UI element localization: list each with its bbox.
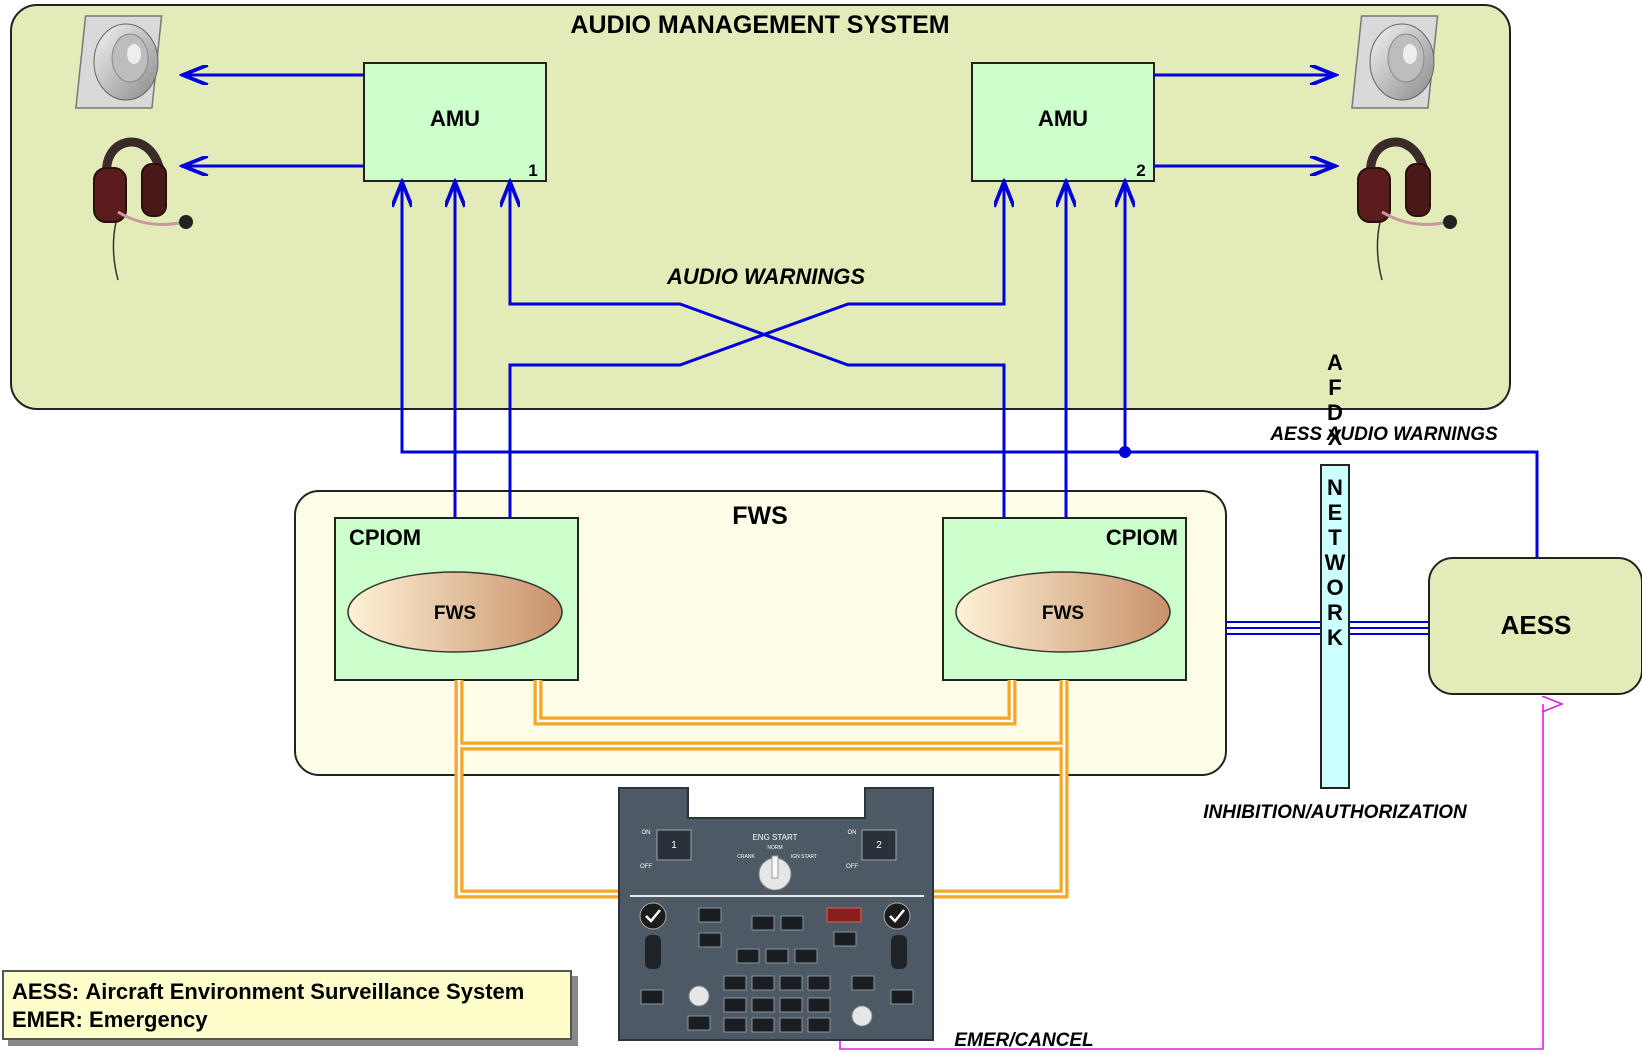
scroll-wheel-left[interactable]	[645, 935, 661, 969]
emer-canc-button[interactable]	[826, 907, 862, 923]
amu-2-number: 2	[1136, 161, 1145, 180]
eng-1-number: 1	[671, 840, 677, 851]
eng-2-number: 2	[876, 840, 882, 851]
audio-warning-lines	[402, 183, 1539, 558]
eng-1-fire-button[interactable]	[656, 829, 692, 861]
amu-output-arrows	[184, 75, 1334, 166]
fws-group-label: FWS	[732, 502, 788, 530]
amu-1-label: AMU	[430, 106, 480, 131]
legend-abbr: AESS:	[12, 979, 80, 1004]
afdx-network-label: AFDX NETWORK	[1323, 350, 1348, 650]
norm-label: NORM	[767, 845, 782, 851]
speaker-icon	[75, 15, 163, 109]
amu-2-box	[971, 62, 1155, 182]
aess-label: AESS	[1501, 610, 1572, 640]
inhibition-label: INHIBITION/AUTHORIZATION	[1203, 802, 1468, 823]
on-label-1: ON	[642, 830, 651, 836]
speaker-icon	[1351, 15, 1439, 109]
afdx-network	[1320, 464, 1350, 789]
junction-dot	[1119, 446, 1131, 458]
amu-1-box	[363, 62, 547, 182]
ecp-buttons[interactable]	[640, 907, 914, 1033]
headset-icon	[1357, 137, 1457, 281]
fws-function-2	[955, 571, 1171, 653]
crank-label: CRANK	[737, 854, 755, 860]
fws-function-2-label: FWS	[1042, 603, 1084, 624]
legend-row: EMER: Emergency	[12, 1006, 562, 1034]
legend-box: AESS: Aircraft Environment Surveillance …	[2, 970, 572, 1040]
legend-abbr: EMER:	[12, 1007, 83, 1032]
cpiom-1-label: CPIOM	[349, 525, 421, 550]
eng-start-label: ENG START	[752, 833, 797, 842]
control-panel: 1 2 ON OFF ON OFF ENG START NORM CRANK I…	[618, 787, 934, 1041]
headset-icon	[93, 137, 193, 281]
legend-row: AESS: Aircraft Environment Surveillance …	[12, 978, 562, 1006]
cpiom-2-label: CPIOM	[1106, 525, 1178, 550]
emer-cancel-label: EMER/CANCEL	[954, 1030, 1093, 1051]
cpiom-panel-lines	[454, 680, 1069, 899]
off-label-1: OFF	[640, 864, 652, 870]
ams-panel	[10, 4, 1511, 410]
eng-2-fire-button[interactable]	[861, 829, 897, 861]
fws-function-1	[347, 571, 563, 653]
amu-1-number: 1	[528, 161, 537, 180]
scroll-wheel-right[interactable]	[891, 935, 907, 969]
ams-title: AUDIO MANAGEMENT SYSTEM	[570, 11, 949, 39]
video-knob[interactable]	[851, 1005, 873, 1027]
aess-box	[1428, 557, 1642, 695]
audio-warnings-label: AUDIO WARNINGS	[666, 264, 865, 289]
amu-2-label: AMU	[1038, 106, 1088, 131]
check-icon	[639, 902, 667, 930]
off-label-2: OFF	[846, 864, 858, 870]
on-label-2: ON	[848, 830, 857, 836]
fws-function-1-label: FWS	[434, 603, 476, 624]
legend-text: Emergency	[89, 1007, 208, 1032]
legend-text: Aircraft Environment Surveillance System	[85, 979, 525, 1004]
check-icon	[883, 902, 911, 930]
aess-audio-warnings-label: AESS AUDIO WARNINGS	[1269, 424, 1498, 445]
ign-start-label: IGN START	[791, 854, 817, 860]
sd-knob[interactable]	[688, 985, 710, 1007]
